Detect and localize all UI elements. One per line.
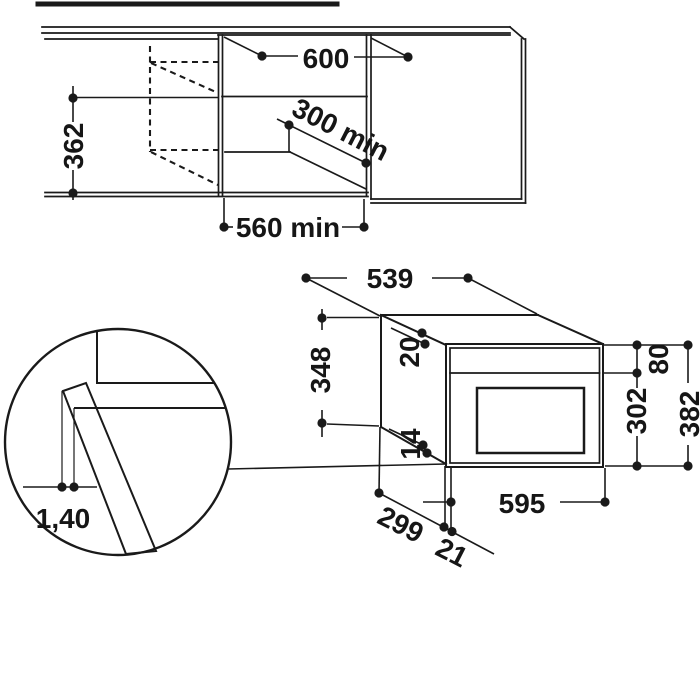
dim-label-348: 348 <box>305 347 336 394</box>
dim-1-40: 1,40 <box>23 482 97 534</box>
dim-label-595: 595 <box>499 488 546 519</box>
dim-label-299: 299 <box>373 500 429 549</box>
detail-view: 1,40 <box>3 327 447 557</box>
dim-label-1-40: 1,40 <box>36 503 91 534</box>
dim-label-539: 539 <box>367 263 414 294</box>
dim-20: 20 <box>390 327 430 368</box>
dim-539: 539 <box>301 263 538 317</box>
dim-label-302: 302 <box>621 388 652 435</box>
detail-door-slab <box>61 381 158 556</box>
detail-leader-line <box>227 463 447 470</box>
dim-302: 302 <box>621 373 652 471</box>
dim-80: 80 <box>632 340 674 378</box>
niche-floor-front <box>288 150 368 191</box>
hidden-appliance-outline <box>148 46 219 186</box>
door-outline <box>449 347 601 464</box>
dim-label-600: 600 <box>303 43 350 74</box>
dim-label-21: 21 <box>431 532 473 574</box>
body-top-left-edge <box>379 313 448 347</box>
dim-560-min: 560 min <box>219 198 369 243</box>
dim-600: 600 <box>223 36 413 74</box>
top-view: 600 362 300 min 560 min <box>35 1 527 243</box>
dim-label-560-min: 560 min <box>236 212 340 243</box>
detail-circle <box>3 327 233 557</box>
dim-362: 362 <box>58 86 218 200</box>
dim-label-362: 362 <box>58 123 89 170</box>
dim-label-300-min: 300 min <box>287 92 394 167</box>
dim-label-14: 14 <box>395 428 426 460</box>
dim-382: 382 <box>674 340 700 471</box>
dim-300-min: 300 min <box>276 92 394 168</box>
dim-14: 14 <box>388 428 432 460</box>
body-bottom-left-edge <box>379 425 448 466</box>
front-frame <box>445 343 604 468</box>
body-top-right-edge <box>536 313 605 346</box>
dim-348: 348 <box>305 309 380 437</box>
dim-label-20: 20 <box>394 336 425 367</box>
dim-595: 595 <box>423 466 610 532</box>
right-cabinet-bevel <box>508 25 526 41</box>
dim-label-80: 80 <box>643 343 674 374</box>
iso-view: 539 348 20 14 80 <box>301 263 700 573</box>
door-window <box>475 386 586 455</box>
dim-label-382: 382 <box>674 391 700 438</box>
